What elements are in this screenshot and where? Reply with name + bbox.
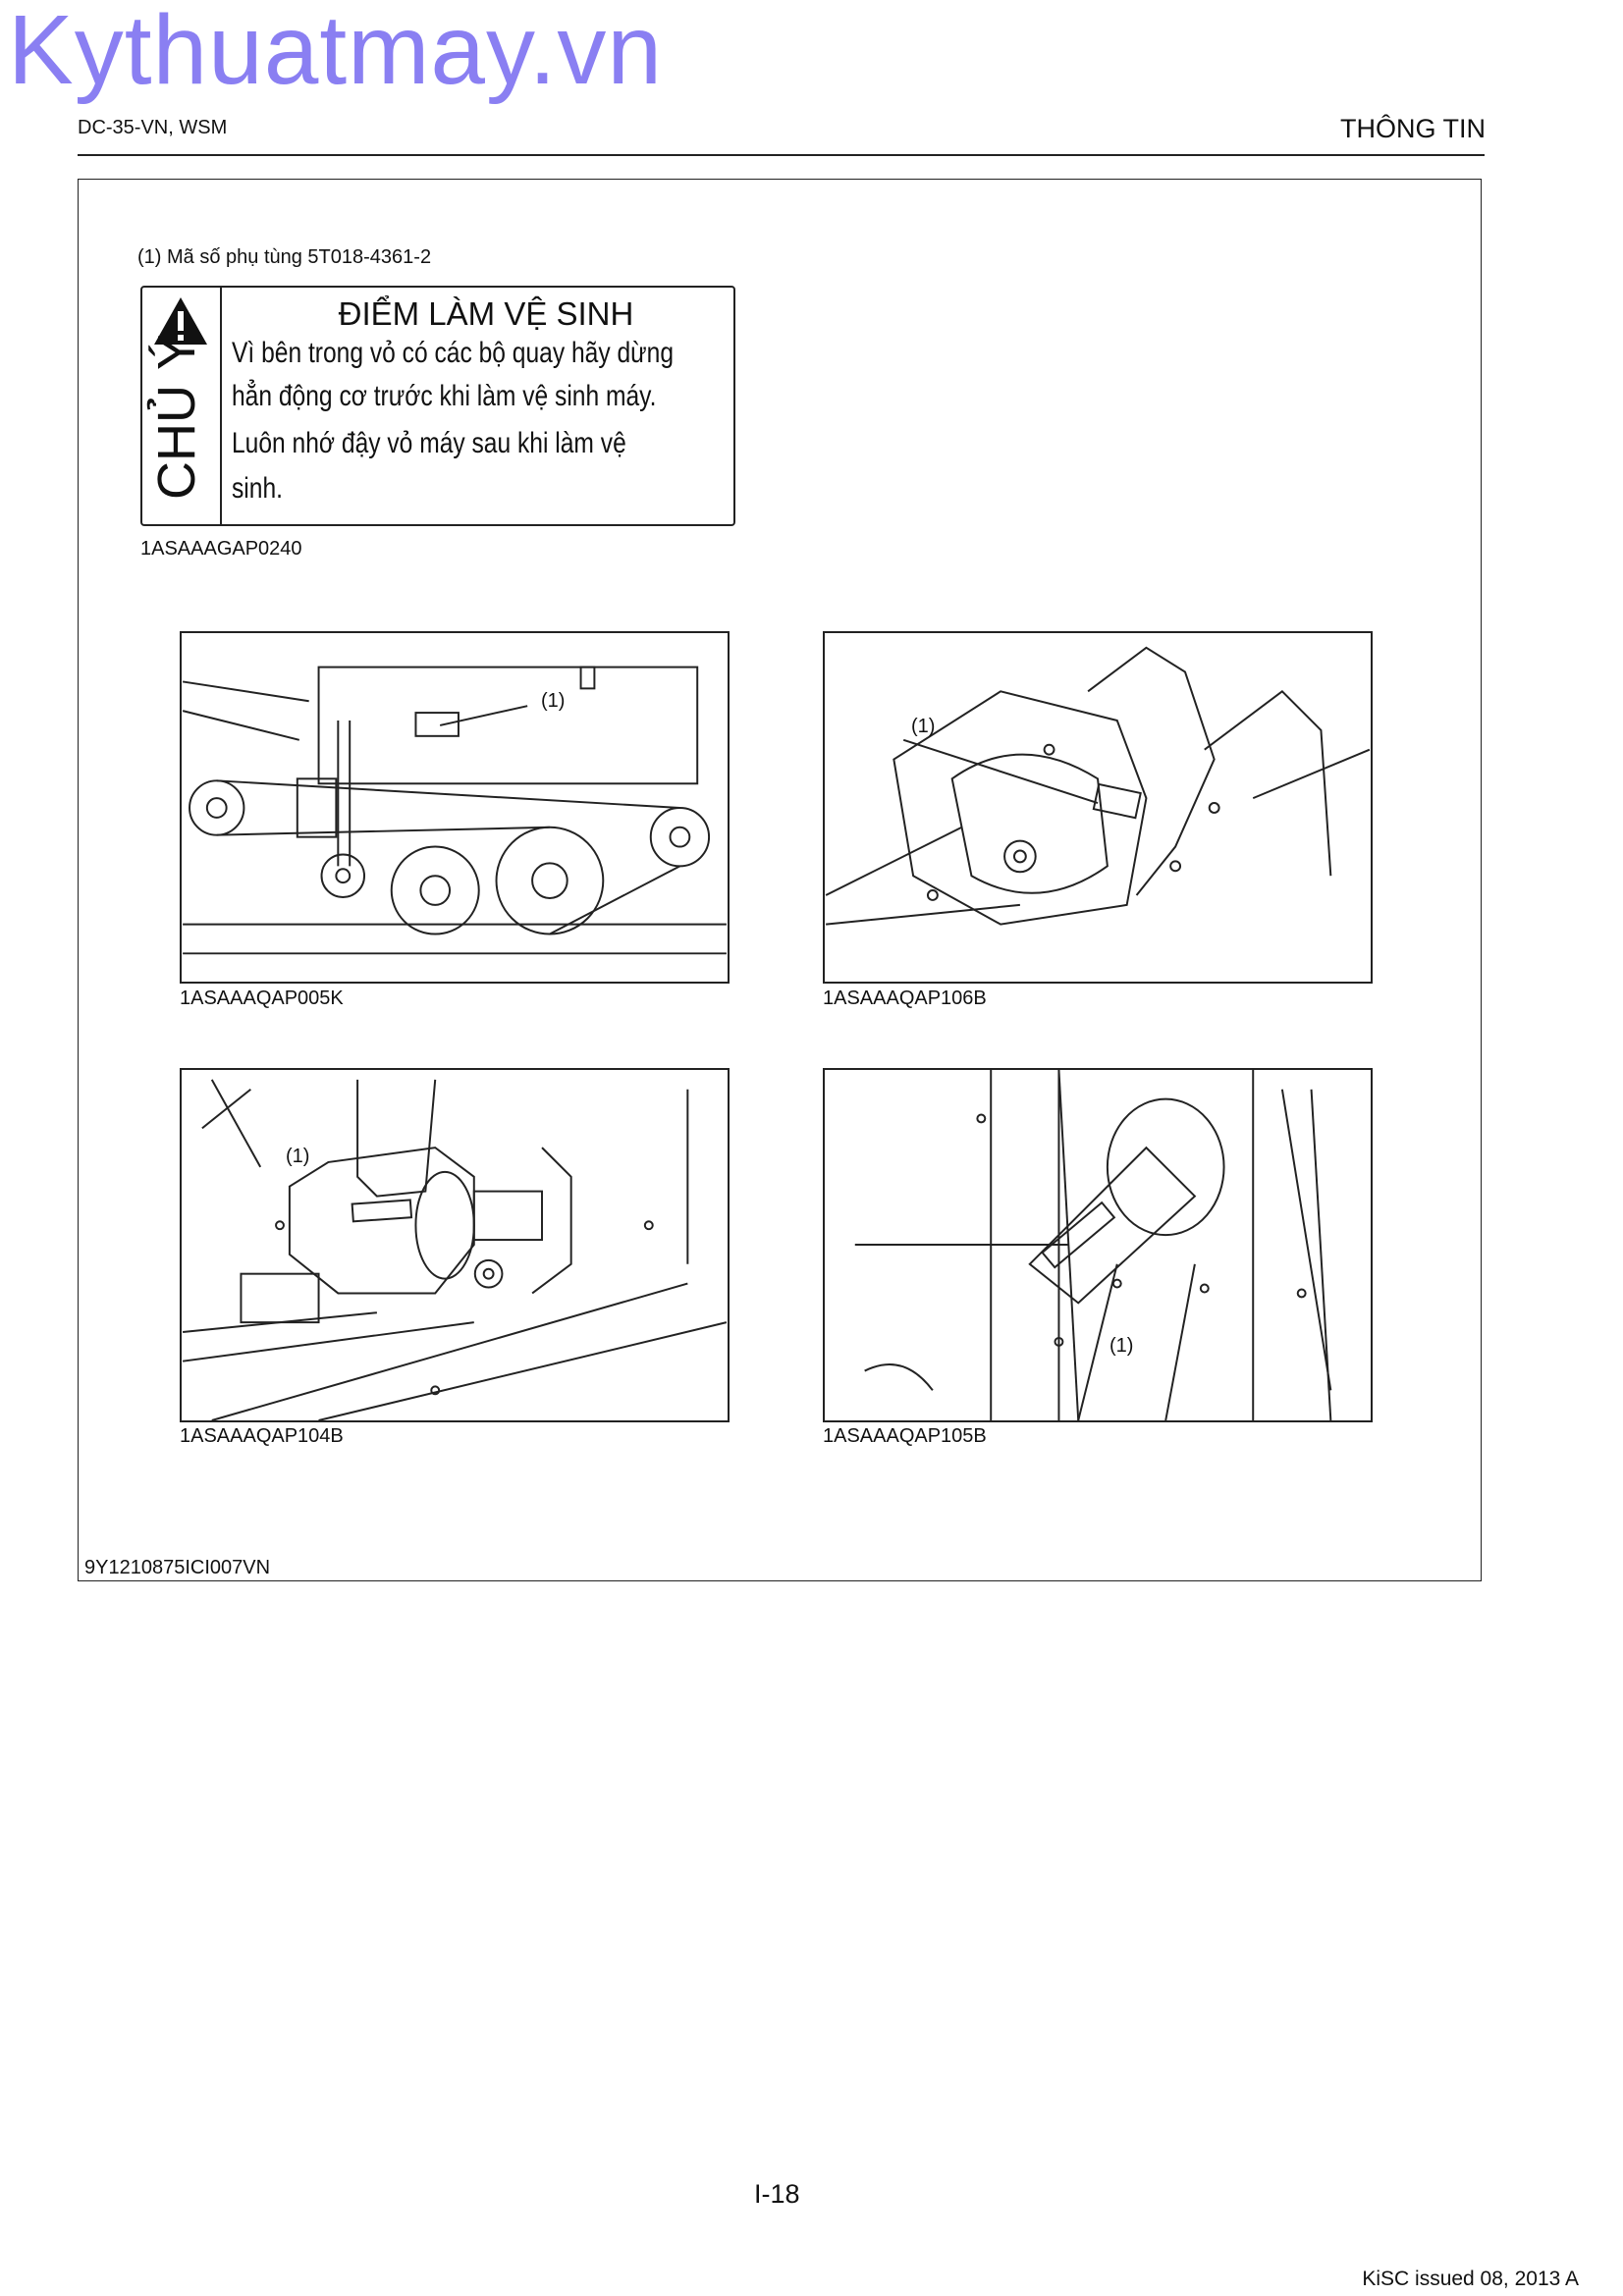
watermark: Kythuatmay.vn xyxy=(8,0,664,105)
content-frame xyxy=(78,179,1482,1581)
callout-label: (1) xyxy=(541,690,566,712)
motor-panel-illustration xyxy=(854,1070,1332,1420)
figure-belt-drive: (1) xyxy=(180,631,730,984)
issued-note: KiSC issued 08, 2013 A xyxy=(1362,2268,1579,2290)
caution-side-text: CHỦ Ý xyxy=(147,334,206,500)
figure-cylinder-housing: (1) xyxy=(180,1068,730,1422)
figure-motor-panel: (1) xyxy=(823,1068,1373,1422)
document-code: DC-35-VN, WSM xyxy=(78,117,228,138)
belt-drive-illustration xyxy=(182,666,727,955)
figure-code: 1ASAAAQAP106B xyxy=(823,988,987,1009)
label-side-panel: CHỦ Ý xyxy=(142,288,222,524)
section-code: 9Y1210875ICI007VN xyxy=(84,1557,271,1578)
page-number: I-18 xyxy=(754,2179,800,2209)
callout-label: (1) xyxy=(286,1146,310,1167)
label-line: Vì bên trong vỏ có các bộ quay hãy dừng xyxy=(232,337,675,369)
label-line: sinh. xyxy=(232,472,283,505)
warning-triangle-icon xyxy=(154,297,207,345)
label-title: ĐIỂM LÀM VỆ SINH xyxy=(338,295,634,332)
cylinder-housing-illustration xyxy=(182,1079,728,1420)
header-rule xyxy=(78,154,1485,156)
figure-rotor-housing: (1) xyxy=(823,631,1373,984)
label-image-code: 1ASAAAGAP0240 xyxy=(140,538,302,560)
warning-label: CHỦ Ý ĐIỂM LÀM VỆ SINH Vì bên trong vỏ c… xyxy=(140,286,735,526)
figure-code: 1ASAAAQAP105B xyxy=(823,1425,987,1447)
figure-code: 1ASAAAQAP005K xyxy=(180,988,344,1009)
section-title: THÔNG TIN xyxy=(1340,114,1486,143)
label-line: Luôn nhớ đậy vỏ máy sau khi làm vệ xyxy=(232,427,626,459)
callout-label: (1) xyxy=(911,716,936,737)
label-line: hẳn động cơ trước khi làm vệ sinh máy. xyxy=(232,380,657,412)
callout-label: (1) xyxy=(1109,1335,1134,1357)
part-number-line: (1) Mã số phụ tùng 5T018-4361-2 xyxy=(137,246,432,268)
rotor-housing-illustration xyxy=(825,646,1371,926)
figure-code: 1ASAAAQAP104B xyxy=(180,1425,344,1447)
